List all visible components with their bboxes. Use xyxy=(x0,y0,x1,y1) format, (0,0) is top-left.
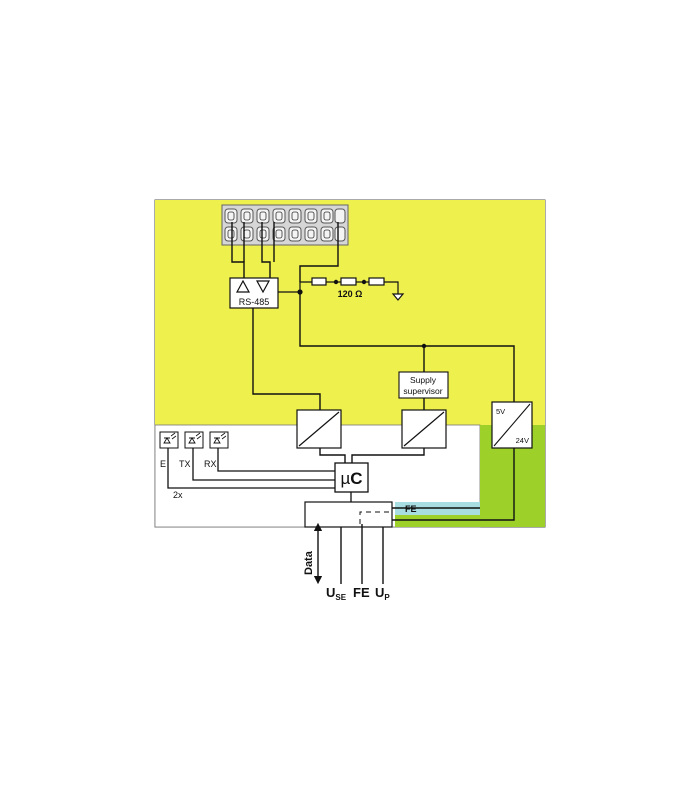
led-e-label: E xyxy=(160,459,166,469)
led-tx: TX xyxy=(179,431,204,469)
fe-label: FE xyxy=(353,585,370,600)
power-lines xyxy=(252,292,515,521)
led-icon xyxy=(213,437,221,444)
use-label: USE xyxy=(326,585,347,602)
svg-text:µC: µC xyxy=(340,469,362,488)
led-tx-label: TX xyxy=(179,459,191,469)
led-rx: RX xyxy=(204,431,229,469)
up-label: UP xyxy=(375,585,390,602)
bus-wires xyxy=(231,222,339,282)
led-wires xyxy=(167,448,335,489)
isolator-right xyxy=(401,409,447,449)
led-e: E xyxy=(159,431,179,469)
termination-network xyxy=(278,277,405,301)
led-rx-label: RX xyxy=(204,459,217,469)
resistor-value: 120 Ω xyxy=(338,289,363,299)
mcu-suffix: C xyxy=(350,469,362,488)
supervisor-label-line1: Supply xyxy=(410,375,437,385)
supervisor-label-line2: supervisor xyxy=(403,386,442,396)
output-lines xyxy=(313,522,384,585)
terminal-connector xyxy=(221,204,349,246)
led-icon xyxy=(163,437,171,444)
dcdc-output-label: 24V xyxy=(516,436,529,445)
fe-bar-label: FE xyxy=(405,504,417,514)
mcu-prefix: µ xyxy=(340,469,350,488)
rs485-label: RS-485 xyxy=(239,297,270,307)
rs485-transceiver: RS-485 xyxy=(229,277,279,309)
data-label: Data xyxy=(303,550,315,575)
triangle-down-icon xyxy=(255,280,271,294)
supply-supervisor: Supply supervisor xyxy=(398,371,449,399)
triangle-up-icon xyxy=(235,279,251,293)
dcdc-converter: 5V 24V xyxy=(491,401,533,449)
dcdc-input-label: 5V xyxy=(496,407,505,416)
junction-dot xyxy=(421,343,427,349)
yellow-zone xyxy=(155,200,545,425)
led-icon xyxy=(188,437,196,444)
led-count-label: 2x xyxy=(173,490,183,500)
microcontroller: µC xyxy=(334,462,369,493)
isolator-left xyxy=(296,409,342,449)
